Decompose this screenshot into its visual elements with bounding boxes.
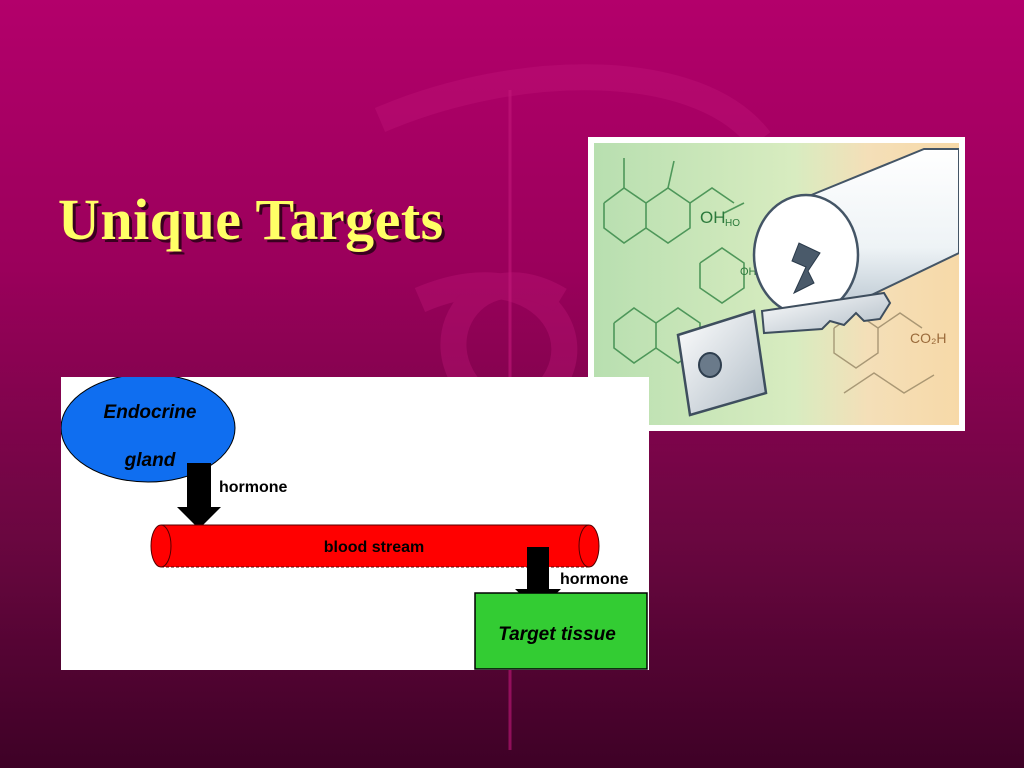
hormone-label-top: hormone	[219, 479, 288, 496]
endocrine-gland-label: Endocrine	[104, 402, 197, 423]
blood-stream-label: blood stream	[324, 539, 424, 556]
flow-diagram-svg: Endocrine gland hormone blood stream hor…	[61, 377, 648, 670]
slide-title: Unique Targets	[58, 187, 444, 252]
oh-label: OH	[700, 208, 726, 227]
target-tissue-label: Target tissue	[498, 624, 616, 645]
key-lock-illustration: OH HO OH CO₂H	[588, 137, 965, 431]
key	[676, 291, 892, 417]
ho-label: HO	[725, 218, 740, 229]
hormone-label-bottom: hormone	[560, 571, 629, 588]
key-lock-svg: OH HO OH CO₂H	[594, 143, 959, 425]
gland-label: gland	[124, 450, 176, 471]
blood-stream-tube	[150, 524, 600, 568]
endocrine-flow-diagram: Endocrine gland hormone blood stream hor…	[61, 377, 649, 670]
oh-small-label: OH	[740, 266, 757, 278]
lock-cylinder	[752, 148, 959, 317]
endocrine-gland-shape	[61, 377, 236, 483]
target-tissue-box	[474, 592, 648, 670]
co2h-label: CO₂H	[910, 330, 947, 346]
hormone-arrow-down-icon	[177, 463, 221, 529]
